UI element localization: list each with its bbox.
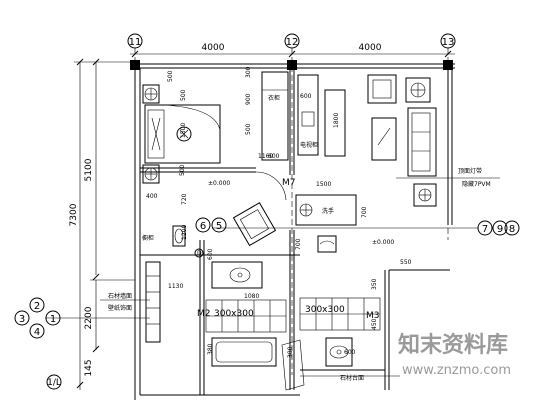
desk: 600 1800 电视柜	[297, 74, 346, 157]
walls	[130, 60, 455, 400]
left-dimension-lines: 5100 7300 2200 145 1/L	[46, 58, 135, 390]
dim-1080: 1080	[244, 293, 259, 300]
bubble-7: 7	[482, 224, 488, 235]
dim-left-7300: 7300	[69, 203, 79, 226]
dim-top-right: 4000	[359, 43, 382, 53]
toilet-right	[325, 337, 353, 367]
axis-label-12: 12	[286, 37, 299, 48]
dim-450: 450	[371, 318, 378, 330]
vanity-counter: 洗手 700	[295, 194, 368, 226]
dim-left-145: 145	[84, 359, 94, 376]
tile-grid-right	[299, 297, 381, 331]
top-dimension-line: 4000 4000	[130, 43, 455, 58]
elevation-b: ±0.000	[372, 239, 394, 246]
section-marker-65: 6 5	[195, 217, 227, 233]
note-right-1: 顶面灯带	[458, 167, 482, 175]
axis-label-13: 13	[442, 37, 455, 48]
dim-900: 900	[245, 93, 252, 105]
dim-1500-a: 1500	[180, 123, 187, 138]
dim-500-d: 500	[245, 123, 252, 135]
dim-600-a: 600	[300, 93, 312, 100]
dim-600-c: 600	[207, 248, 214, 260]
side-table-top	[405, 77, 431, 103]
dim-500-a: 500	[167, 70, 174, 82]
door-swing-m7	[255, 171, 287, 201]
watermark-url: www.znzmo.com	[402, 363, 511, 378]
bubble-9: 9	[497, 224, 503, 235]
axis-label-11: 11	[129, 37, 142, 48]
dim-500-b: 500	[180, 89, 187, 101]
tile-label-b: 300x300	[305, 305, 345, 315]
sofa	[407, 107, 437, 177]
note-right-2: 隐藏7PVM	[462, 180, 491, 188]
dim-380-b: 380	[287, 346, 294, 358]
elevation-a: ±0.000	[208, 180, 230, 187]
dim-top-left: 4000	[202, 43, 225, 53]
section-marker-2314: 2 3 1 4	[14, 297, 150, 339]
dim-700-b: 700	[295, 238, 302, 250]
axis-bubble-12	[284, 33, 300, 49]
shelf-rack	[145, 261, 161, 343]
wardrobe: 衣柜	[261, 71, 289, 161]
bed	[144, 104, 221, 164]
axis-label-1L: 1/L	[47, 378, 61, 388]
door-m2: M2	[197, 309, 211, 319]
dim-1800: 1800	[333, 113, 340, 128]
toilet-left	[172, 225, 186, 247]
bubble-6: 6	[200, 221, 206, 232]
lounge-chair	[232, 202, 277, 247]
nightstand-bottom	[142, 164, 160, 184]
dim-1130: 1130	[168, 283, 183, 290]
note-left-1: 石材墙面	[108, 292, 132, 300]
tile-label-a: 300x300	[214, 309, 254, 319]
vanity-label: 洗手	[322, 207, 334, 215]
tile-grid-left	[205, 299, 287, 333]
axis-bubble-1L	[46, 374, 62, 390]
room-label-m7: M7	[282, 178, 296, 188]
bubble-4: 4	[34, 327, 40, 338]
shower-panel	[281, 339, 305, 391]
dim-700-a: 700	[361, 206, 368, 218]
cabinet-label: 橱柜	[142, 234, 154, 242]
axis-bubble-13	[440, 33, 456, 49]
coffee-table	[371, 117, 397, 161]
bubble-8: 8	[509, 224, 515, 235]
basin-upper	[211, 261, 263, 289]
nightstand-top	[142, 84, 160, 104]
bubble-2: 2	[34, 301, 40, 312]
dim-550: 550	[400, 259, 412, 266]
bubble-3: 3	[19, 314, 25, 325]
bubble-1: 1	[50, 314, 56, 325]
dim-300: 300	[245, 66, 252, 78]
dim-1500-b: 1500	[316, 181, 331, 188]
watermark: 知末资料库 www.znzmo.com	[398, 332, 511, 378]
dim-600-d: 600	[344, 349, 356, 356]
dim-1160: 1160	[258, 153, 273, 160]
note-bottom: 石材台面	[340, 374, 364, 382]
chair	[317, 235, 337, 253]
dim-600-b: 600	[268, 153, 280, 160]
dim-400: 400	[146, 193, 158, 200]
bubble-5: 5	[216, 221, 222, 232]
door-m3: M3	[366, 311, 380, 321]
section-marker-798: 7 9 8	[400, 220, 520, 236]
wardrobe-label: 衣柜	[268, 94, 280, 102]
dim-380-a: 380	[207, 343, 214, 355]
door-tag: D	[197, 250, 202, 257]
axis-bubble-11	[127, 33, 143, 49]
watermark-text: 知末资料库	[398, 332, 508, 358]
tv-label: 电视柜	[300, 141, 318, 149]
note-left-2: 壁纸饰面	[108, 304, 132, 312]
dim-350: 350	[371, 278, 378, 290]
door-tag-circle	[194, 248, 204, 258]
dim-left-5100: 5100	[84, 158, 94, 181]
bathtub	[211, 337, 277, 367]
side-table-bottom	[413, 183, 437, 207]
dim-720: 720	[181, 193, 188, 205]
dim-500-c: 500	[179, 164, 186, 176]
armchair	[367, 74, 397, 104]
